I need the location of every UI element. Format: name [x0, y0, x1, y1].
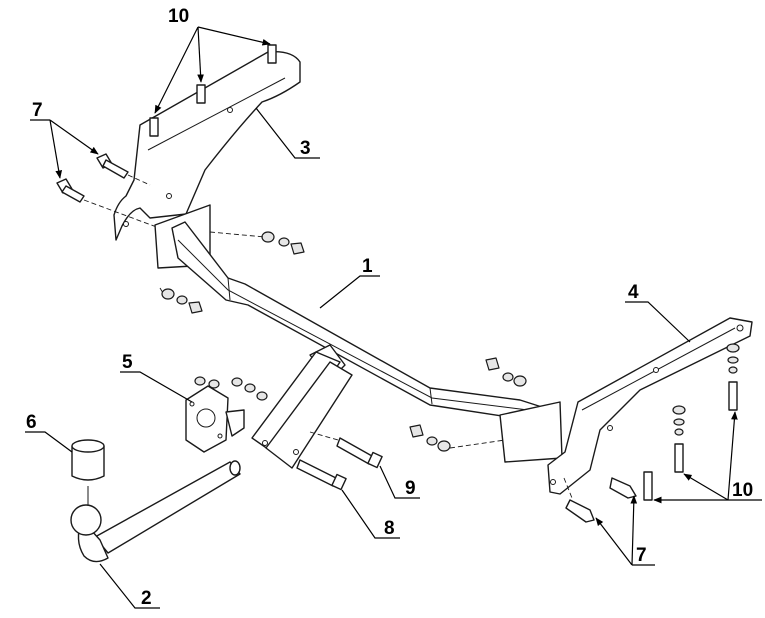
callout-7-right: 7 — [636, 545, 647, 566]
callout-5: 5 — [122, 352, 133, 373]
beam-fasteners-right — [409, 357, 527, 452]
callout-7-left: 7 — [32, 100, 43, 121]
callout-2: 2 — [141, 588, 152, 609]
right-studs — [643, 343, 740, 501]
beam-fasteners-left — [159, 231, 305, 314]
callout-8: 8 — [384, 518, 395, 539]
drop-bracket — [251, 351, 353, 469]
bolt-8 — [296, 459, 347, 491]
cross-beam — [154, 204, 563, 463]
leaders — [25, 26, 762, 609]
right-bolts — [563, 477, 637, 523]
callout-10-top: 10 — [168, 6, 189, 27]
ball-cap — [71, 439, 105, 500]
callout-3: 3 — [300, 138, 311, 159]
ball-mount — [70, 460, 241, 563]
left-bracket — [113, 51, 301, 241]
bolt-9 — [309, 431, 383, 469]
callout-10-right: 10 — [732, 480, 753, 501]
callout-1: 1 — [362, 256, 373, 277]
right-bracket — [547, 317, 753, 495]
left-studs — [149, 44, 277, 137]
socket-plate — [185, 376, 268, 453]
callout-9: 9 — [405, 478, 416, 499]
callout-6: 6 — [26, 412, 37, 433]
callout-4: 4 — [628, 282, 639, 303]
